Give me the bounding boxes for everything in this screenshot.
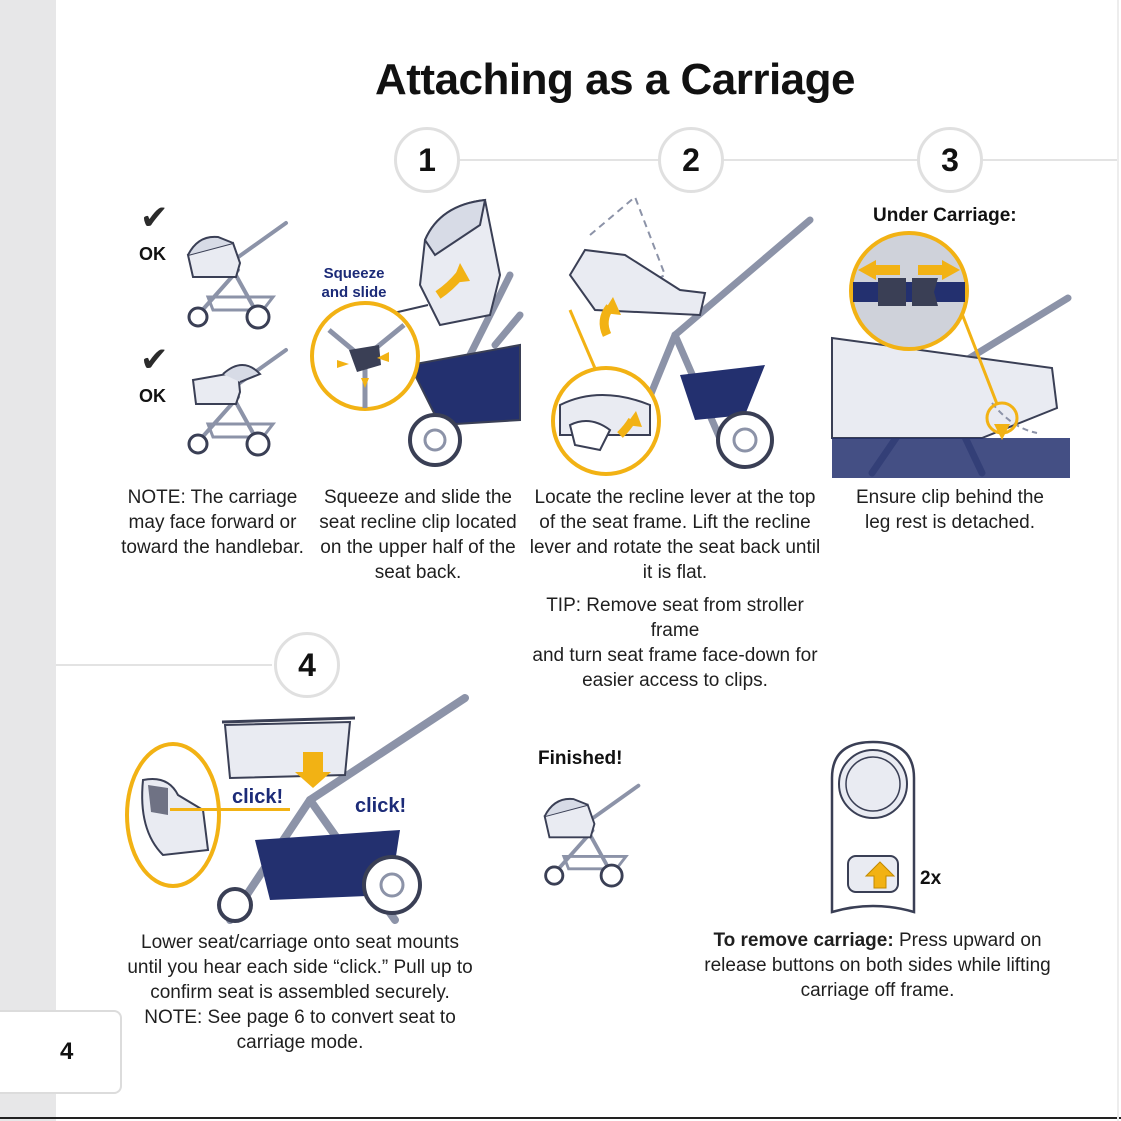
release-button-illustration bbox=[826, 738, 920, 916]
under-carriage-label: Under Carriage: bbox=[873, 205, 1017, 227]
remove-carriage-text: Press upward on bbox=[894, 930, 1042, 951]
left-margin-band bbox=[0, 0, 56, 1121]
step-number-1: 1 bbox=[394, 127, 460, 193]
check-mark-icon: ✔ bbox=[140, 340, 169, 380]
step-connector-2-3 bbox=[722, 159, 917, 161]
recline-lever-zoom-callout bbox=[550, 365, 662, 477]
caption-line: carriage off frame. bbox=[680, 978, 1075, 1003]
caption-line: lever and rotate the seat back until bbox=[525, 535, 825, 560]
recline-clip-zoom-callout bbox=[309, 300, 421, 412]
finished-label: Finished! bbox=[538, 748, 622, 770]
step-number-4: 4 bbox=[274, 632, 340, 698]
caption-line: seat recline clip located bbox=[318, 510, 518, 535]
stroller-rear-facing-illustration bbox=[178, 342, 298, 457]
step-connector-3-edge bbox=[982, 159, 1117, 161]
caption-line: confirm seat is assembled securely. bbox=[105, 980, 495, 1005]
seat-mount-zoom-callout bbox=[123, 740, 223, 890]
caption-line: carriage mode. bbox=[105, 1030, 495, 1055]
buckle-release-zoom-callout bbox=[848, 230, 970, 352]
caption-line: of the seat frame. Lift the recline bbox=[525, 510, 825, 535]
step-number-2: 2 bbox=[658, 127, 724, 193]
step3-caption: Ensure clip behind the leg rest is detac… bbox=[840, 485, 1060, 535]
caption-line: may face forward or bbox=[110, 510, 315, 535]
caption-line: toward the handlebar. bbox=[110, 535, 315, 560]
caption-line: Locate the recline lever at the top bbox=[525, 485, 825, 510]
click-label-left: click! bbox=[232, 786, 283, 809]
finished-stroller-illustration bbox=[535, 778, 650, 888]
caption-line: seat back. bbox=[318, 560, 518, 585]
step1-caption: Squeeze and slide the seat recline clip … bbox=[318, 485, 518, 585]
right-rule bbox=[1117, 0, 1119, 1121]
remove-carriage-caption: To remove carriage: Press upward on rele… bbox=[680, 928, 1075, 1003]
note-forward-caption: NOTE: The carriage may face forward or t… bbox=[110, 485, 315, 560]
caption-line: NOTE: The carriage bbox=[110, 485, 315, 510]
ok-label-top: OK bbox=[139, 244, 166, 265]
remove-carriage-heading: To remove carriage: bbox=[713, 930, 893, 951]
caption-line: Lower seat/carriage onto seat mounts bbox=[105, 930, 495, 955]
stroller-forward-illustration bbox=[178, 215, 298, 330]
step-connector-4 bbox=[56, 664, 272, 666]
click-label-right: click! bbox=[355, 795, 406, 818]
caption-line: To remove carriage: Press upward on bbox=[680, 928, 1075, 953]
ok-label-bottom: OK bbox=[139, 386, 166, 407]
caption-line: Squeeze and slide the bbox=[318, 485, 518, 510]
two-x-label: 2x bbox=[920, 868, 941, 890]
caption-line: TIP: Remove seat from stroller frame bbox=[520, 593, 830, 643]
caption-line: Ensure clip behind the bbox=[840, 485, 1060, 510]
caption-line: NOTE: See page 6 to convert seat to bbox=[105, 1005, 495, 1030]
step-number-3: 3 bbox=[917, 127, 983, 193]
check-mark-icon: ✔ bbox=[140, 198, 169, 238]
caption-line: until you hear each side “click.” Pull u… bbox=[105, 955, 495, 980]
step4-caption: Lower seat/carriage onto seat mounts unt… bbox=[105, 930, 495, 1055]
caption-line: easier access to clips. bbox=[520, 668, 830, 693]
caption-line: and turn seat frame face-down for bbox=[520, 643, 830, 668]
bottom-rule bbox=[0, 1117, 1121, 1119]
caption-line: on the upper half of the bbox=[318, 535, 518, 560]
caption-line: leg rest is detached. bbox=[840, 510, 1060, 535]
step2-caption: Locate the recline lever at the top of t… bbox=[525, 485, 825, 585]
page-number: 4 bbox=[60, 1038, 73, 1066]
step-connector-1-2 bbox=[460, 159, 660, 161]
tip-caption: TIP: Remove seat from stroller frame and… bbox=[520, 593, 830, 693]
caption-line: it is flat. bbox=[525, 560, 825, 585]
page-title: Attaching as a Carriage bbox=[300, 55, 930, 105]
caption-line: release buttons on both sides while lift… bbox=[680, 953, 1075, 978]
